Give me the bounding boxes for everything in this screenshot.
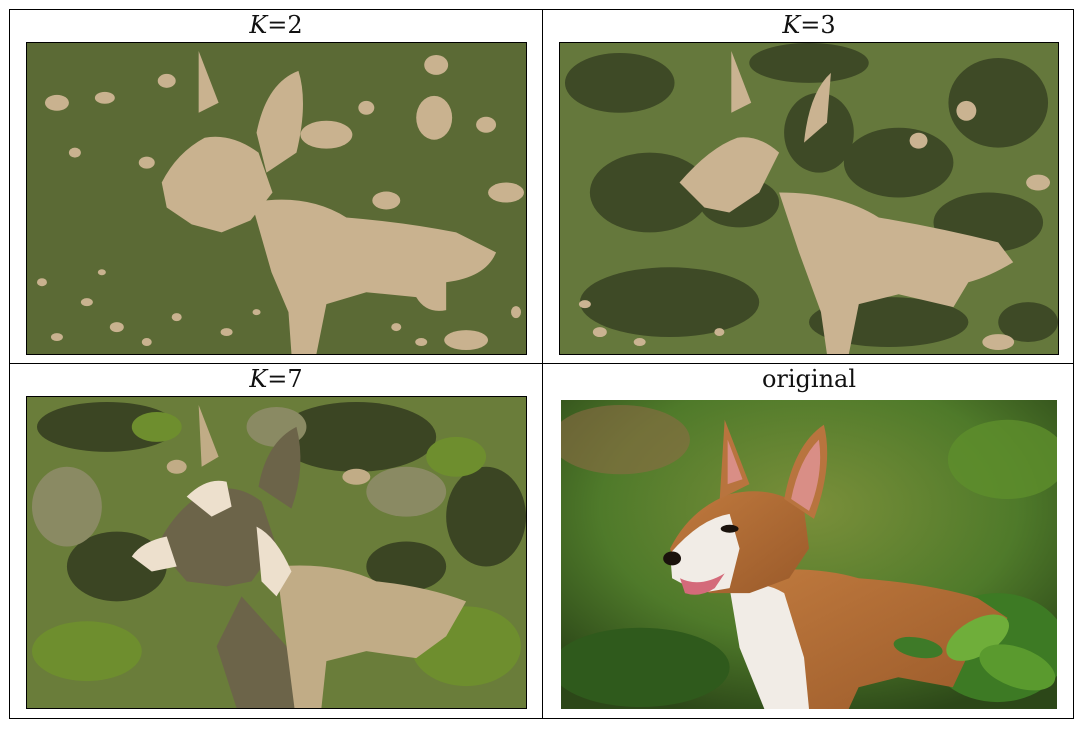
segmented-image-k2: [26, 42, 527, 355]
original-photo: [561, 400, 1057, 709]
panel-k2: K=2: [10, 10, 542, 363]
horizontal-divider: [10, 363, 1073, 364]
segmented-image-k3: [559, 42, 1059, 355]
image-k7-art: [27, 397, 526, 708]
label-variable: K: [782, 11, 801, 39]
vertical-divider: [542, 10, 543, 718]
panel-title-k3: K=3: [543, 10, 1075, 40]
panel-title-original: original: [761, 365, 857, 393]
label-value: =7: [267, 365, 303, 393]
panel-original: original: [543, 364, 1075, 720]
image-k2-art: [27, 43, 526, 354]
panel-k7: K=7: [10, 364, 542, 720]
label-value: =3: [800, 11, 836, 39]
label-value: =2: [267, 11, 303, 39]
panel-title-k7: K=7: [10, 364, 542, 394]
original-photo-art: [561, 400, 1057, 709]
figure-grid: K=2: [9, 9, 1074, 719]
label-variable: K: [249, 365, 268, 393]
panel-title-k2: K=2: [10, 10, 542, 40]
label-variable: K: [249, 11, 268, 39]
image-k3-art: [560, 43, 1058, 354]
panel-k3: K=3: [543, 10, 1075, 363]
segmented-image-k7: [26, 396, 527, 709]
